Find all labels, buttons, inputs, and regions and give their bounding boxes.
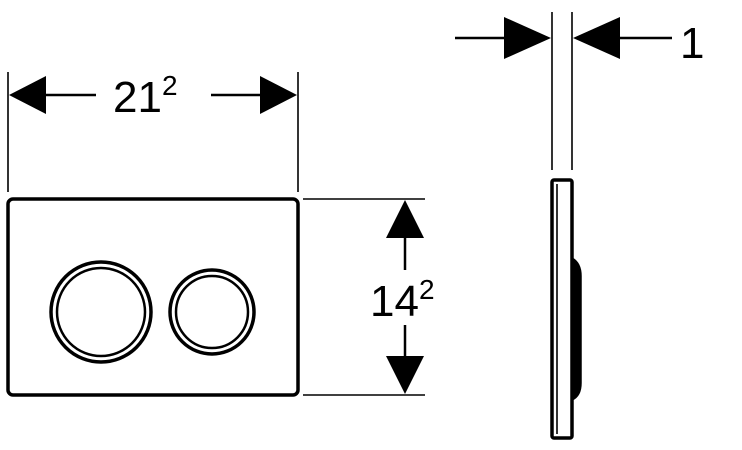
height-dimension: 142	[303, 198, 435, 396]
flush-plate-outline	[6, 197, 300, 397]
height-value: 14	[370, 277, 419, 326]
width-dimension: 212	[7, 70, 299, 192]
width-dimension-label: 212	[113, 70, 178, 122]
height-value-superscript: 2	[419, 274, 435, 305]
thickness-dimension: 1	[455, 12, 704, 170]
flush-button-side-profile	[571, 256, 582, 402]
large-flush-button-inner-ring	[55, 266, 147, 358]
thickness-arrow-left	[504, 17, 551, 59]
height-arrow-bottom	[386, 356, 424, 394]
small-flush-button-outer-ring	[168, 268, 256, 356]
side-view	[550, 178, 582, 440]
thickness-arrow-right	[573, 17, 620, 59]
width-arrow-right	[260, 76, 297, 114]
width-arrow-left	[9, 76, 46, 114]
height-arrow-top	[386, 200, 424, 238]
small-flush-button-inner-ring	[174, 274, 250, 350]
width-value: 21	[113, 73, 162, 122]
width-value-superscript: 2	[162, 70, 178, 101]
front-view	[6, 197, 300, 397]
large-flush-button-outer-ring	[49, 260, 153, 364]
thickness-dimension-label: 1	[680, 19, 704, 68]
flush-plate-side-profile	[550, 178, 574, 440]
height-dimension-label: 142	[370, 274, 435, 326]
